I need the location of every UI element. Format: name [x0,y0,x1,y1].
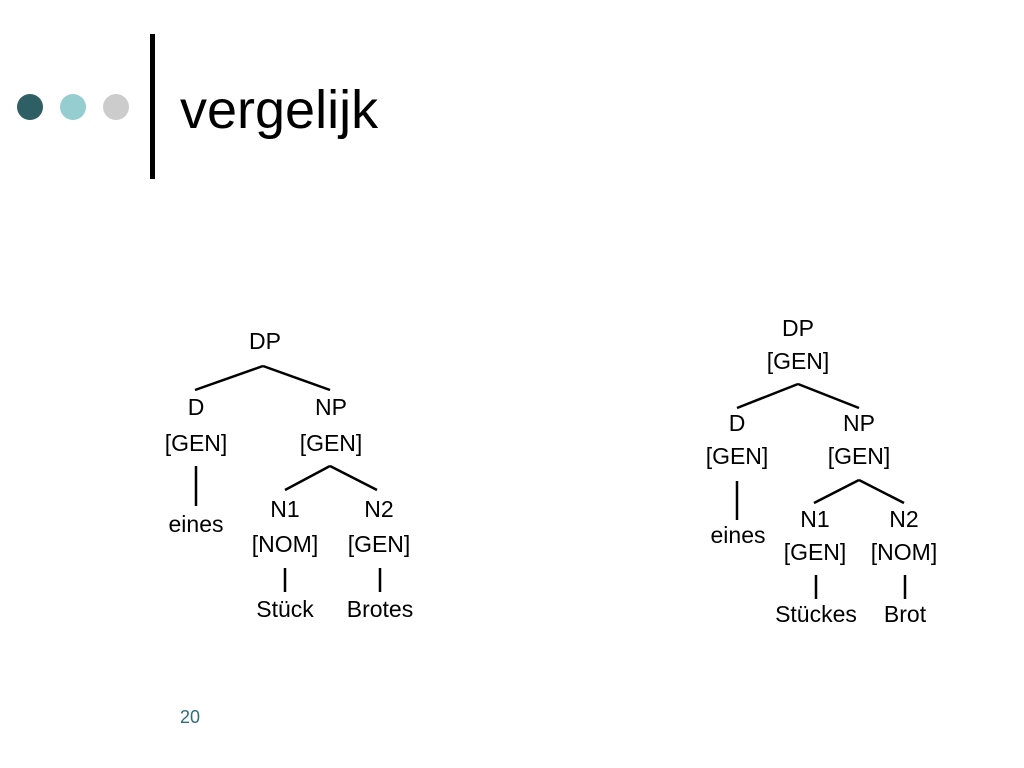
tree-right-dp-label: DP [782,315,814,341]
tree-left-edge-np-n1 [284,464,331,492]
tree-right-dp-feature: [GEN] [767,348,830,374]
tree-right-n1-feature: [GEN] [784,539,847,565]
tree-left-n1-label: N1 [270,496,299,522]
tree-left-n2-word: Brotes [347,596,413,622]
slide-title: vergelijk [180,80,379,140]
title-divider [150,34,155,179]
tree-right-n2-feature: [NOM] [871,539,937,565]
tree-right-d-feature: [GEN] [706,443,769,469]
tree-right-edge-np-n2 [858,478,905,505]
tree-right-n2-word: Brot [884,601,927,627]
tree-right-edge-dp-np [797,382,860,410]
tree-left-edge-dp-d [194,364,264,392]
tree-left-n2-feature: [GEN] [348,531,411,557]
tree-left-np-label: NP [315,394,347,420]
tree-left-d-word: eines [169,511,224,537]
tree-left-d-label: D [188,394,205,420]
tree-right-n1-word: Stückes [775,601,857,627]
tree-left-n2-label: N2 [364,496,393,522]
tree-right-d-label: D [729,410,746,436]
bullet-dot-dark [17,94,43,120]
tree-left-n1-feature: [NOM] [252,531,318,557]
tree-left-dp-label: DP [249,328,281,354]
tree-left-np-feature: [GEN] [300,430,363,456]
tree-right-n1-label: N1 [800,506,829,532]
tree-left-edge-dp-np [262,364,331,392]
tree-right-edge-np-n1 [813,478,860,505]
tree-left-n1-word: Stück [256,596,314,622]
tree-right-n2-label: N2 [889,506,918,532]
tree-right-np-feature: [GEN] [828,443,891,469]
bullet-dot-gray [103,94,129,120]
tree-right-d-word: eines [711,522,766,548]
tree-right-edge-dp-d [736,382,799,410]
tree-left-d-feature: [GEN] [165,430,228,456]
bullet-dot-light [60,94,86,120]
page-number: 20 [180,707,201,727]
tree-right-np-label: NP [843,410,875,436]
tree-left-edge-np-n2 [329,464,378,492]
